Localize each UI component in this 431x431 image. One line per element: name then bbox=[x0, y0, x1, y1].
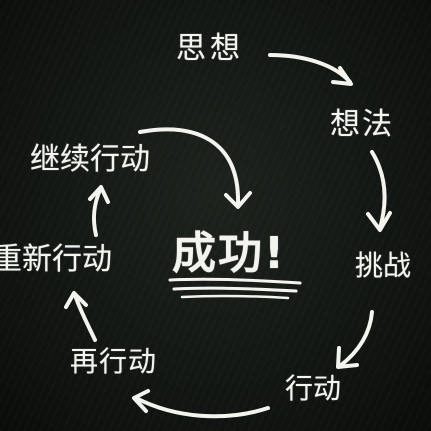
arrow-continue-to-success bbox=[138, 127, 241, 207]
arrow-action-to-again bbox=[134, 396, 270, 419]
success-underline-3 bbox=[180, 294, 290, 300]
arrow-restart-to-continue-head bbox=[88, 185, 110, 204]
arrow-restart-to-continue bbox=[91, 188, 102, 237]
success-underline-2 bbox=[172, 286, 298, 293]
arrow-action-to-again-head bbox=[132, 389, 150, 413]
arrow-again-to-restart bbox=[73, 293, 97, 342]
arrow-again-to-restart-head bbox=[64, 291, 88, 309]
node-continue-action: 继续行动 bbox=[30, 142, 150, 177]
arrow-challenge-to-action bbox=[338, 310, 374, 368]
node-restart-action: 重新行动 bbox=[0, 242, 112, 277]
node-thought: 思想 bbox=[176, 31, 244, 66]
node-act-again: 再行动 bbox=[70, 345, 158, 378]
node-action: 行动 bbox=[285, 372, 342, 405]
node-challenge: 挑战 bbox=[355, 249, 412, 282]
arrow-idea-to-challenge bbox=[370, 150, 387, 230]
success-underline-1 bbox=[168, 277, 302, 285]
arrow-continue-to-success-head bbox=[224, 191, 252, 209]
node-idea: 想法 bbox=[330, 107, 394, 142]
node-success: 成功! bbox=[172, 228, 287, 279]
arrow-thought-to-idea bbox=[268, 53, 352, 84]
arrow-idea-to-challenge-head bbox=[366, 211, 392, 232]
arrow-challenge-to-action-head bbox=[336, 346, 359, 369]
arrow-thought-to-idea-head bbox=[331, 66, 353, 86]
